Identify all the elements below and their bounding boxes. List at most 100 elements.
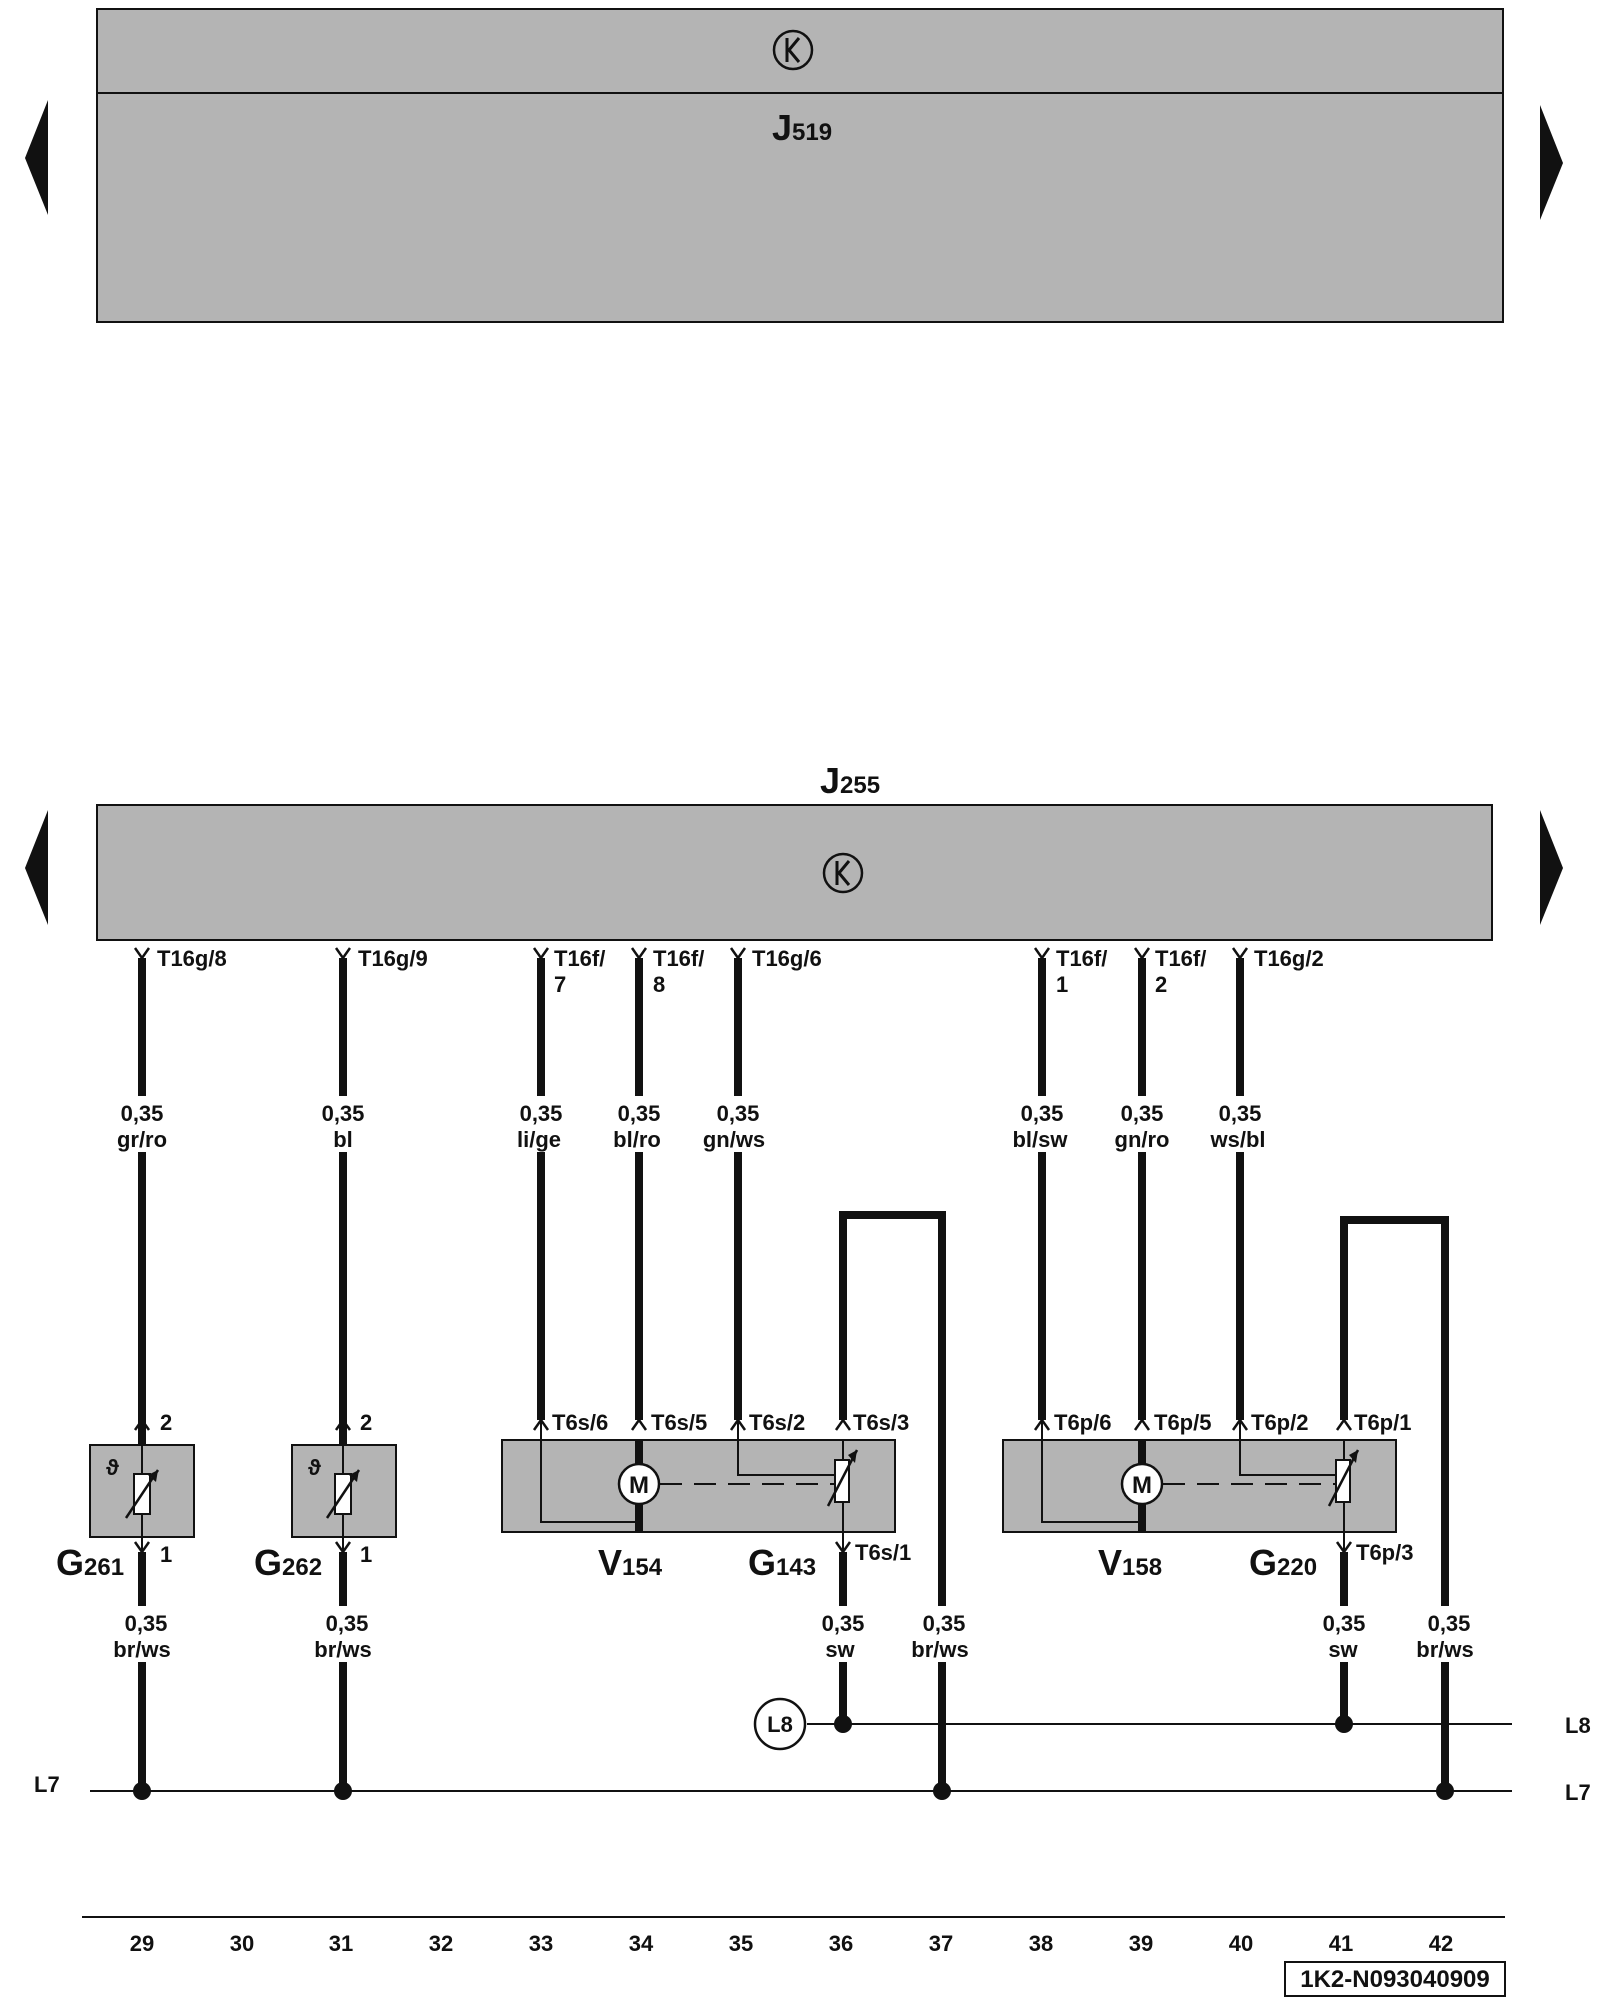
connector-label: 1 [1056,972,1068,997]
module-j519 [96,8,1504,323]
connector-label: T16g/2 [1254,946,1324,971]
connector-label: T16g/8 [157,946,227,971]
connector-label: T16g/9 [358,946,428,971]
connector-label: T16f/ [1056,946,1107,971]
svg-text:0,35: 0,35 [322,1101,365,1126]
pin-label: 1 [160,1542,172,1567]
connector-label: T16f/ [1155,946,1206,971]
pin-label: T6p/2 [1251,1410,1308,1435]
bus-l7-label: L7 [34,1772,60,1797]
connector-label: 2 [1155,972,1167,997]
svg-text:33: 33 [529,1931,553,1956]
page-next-arrow-icon[interactable] [1540,810,1563,925]
temperature-symbol: ϑ [106,1455,119,1480]
svg-text:38: 38 [1029,1931,1053,1956]
page-prev-arrow-icon[interactable] [25,100,48,215]
svg-text:0,35: 0,35 [121,1101,164,1126]
component-v154: V154 [598,1542,663,1583]
svg-text:41: 41 [1329,1931,1353,1956]
connector-label: T16g/6 [752,946,822,971]
sensor-g262: ϑ [291,1444,397,1538]
column-numbers: 29 30 31 32 33 34 35 36 37 38 39 40 41 4… [130,1931,1453,1956]
svg-text:L8: L8 [767,1712,793,1737]
module-j255 [96,804,1493,941]
connector-label: 8 [653,972,665,997]
svg-text:34: 34 [629,1931,654,1956]
svg-text:37: 37 [929,1931,953,1956]
loop-wires [839,1211,1449,1786]
component-g262: G262 [254,1542,322,1583]
doc-id-box [1284,1961,1506,1997]
pin-label: T6s/6 [552,1410,608,1435]
page-next-arrow-icon[interactable] [1540,105,1563,220]
svg-text:31: 31 [329,1931,353,1956]
svg-text:42: 42 [1429,1931,1453,1956]
bus-l7-label: L7 [1565,1780,1591,1805]
wire-label-backing [108,1096,1277,1152]
motor-icon: M [629,1472,649,1499]
component-g143: G143 [748,1542,816,1583]
svg-text:bl/ro: bl/ro [613,1127,661,1152]
svg-text:0,35: 0,35 [1121,1101,1164,1126]
connector-label: T16f/ [653,946,704,971]
bus-l8-marker: L8 [753,1697,807,1751]
svg-text:0,35: 0,35 [1219,1101,1262,1126]
svg-text:0,35: 0,35 [717,1101,760,1126]
pin-label: T6s/3 [853,1410,909,1435]
pin-label: T6p/3 [1356,1540,1413,1565]
svg-text:ws/bl: ws/bl [1209,1127,1265,1152]
svg-text:sw: sw [825,1637,855,1662]
bus-l8-label: L8 [1565,1713,1591,1738]
wire-label-backing [106,1606,1483,1662]
svg-text:br/ws: br/ws [314,1637,371,1662]
actuator-v158: M [1002,1420,1397,1533]
svg-text:br/ws: br/ws [1416,1637,1473,1662]
svg-text:0,35: 0,35 [923,1611,966,1636]
svg-text:29: 29 [130,1931,154,1956]
svg-text:30: 30 [230,1931,254,1956]
svg-text:gn/ro: gn/ro [1115,1127,1170,1152]
actuator-v154: M [501,1420,896,1533]
svg-text:32: 32 [429,1931,453,1956]
pin-arrows-down [133,1541,1353,1555]
pin-label: T6p/1 [1354,1410,1411,1435]
pin-label: T6s/1 [855,1540,911,1565]
lower-wires [138,1552,1348,1786]
page-prev-arrow-icon[interactable] [25,810,48,925]
svg-text:sw: sw [1328,1637,1358,1662]
lower-wire-labels: 0,35 br/ws 0,35 br/ws 0,35 sw 0,35 br/ws… [113,1611,1473,1662]
svg-text:bl: bl [333,1127,353,1152]
pin-arrows-up [133,1417,1353,1431]
motor-icon: M [1132,1472,1152,1499]
component-g220: G220 [1249,1542,1317,1583]
sensor-g261: ϑ [89,1444,195,1538]
k-in-circle-icon [772,29,814,71]
doc-id: 1K2-N093040909 [1300,1966,1489,1993]
svg-text:0,35: 0,35 [1428,1611,1471,1636]
svg-text:br/ws: br/ws [911,1637,968,1662]
connector-label: 7 [554,972,566,997]
pin-label: 2 [360,1410,372,1435]
module-j255-label: J255 [820,760,880,801]
component-v158: V158 [1098,1542,1162,1583]
k-in-circle-icon [822,852,864,894]
svg-text:0,35: 0,35 [1323,1611,1366,1636]
svg-text:35: 35 [729,1931,753,1956]
pin-label: T6s/5 [651,1410,707,1435]
svg-text:gr/ro: gr/ro [117,1127,167,1152]
pin-label: T6s/2 [749,1410,805,1435]
connector-label: T16f/ [554,946,605,971]
svg-text:0,35: 0,35 [822,1611,865,1636]
svg-text:br/ws: br/ws [113,1637,170,1662]
svg-text:bl/sw: bl/sw [1012,1127,1068,1152]
svg-text:0,35: 0,35 [618,1101,661,1126]
upper-wires [138,958,1244,1420]
pin-label: T6p/5 [1154,1410,1211,1435]
svg-text:40: 40 [1229,1931,1253,1956]
svg-text:0,35: 0,35 [520,1101,563,1126]
svg-text:39: 39 [1129,1931,1153,1956]
junction-dots [133,1715,1454,1800]
svg-text:gn/ws: gn/ws [703,1127,765,1152]
pin-stubs [138,1420,347,1445]
